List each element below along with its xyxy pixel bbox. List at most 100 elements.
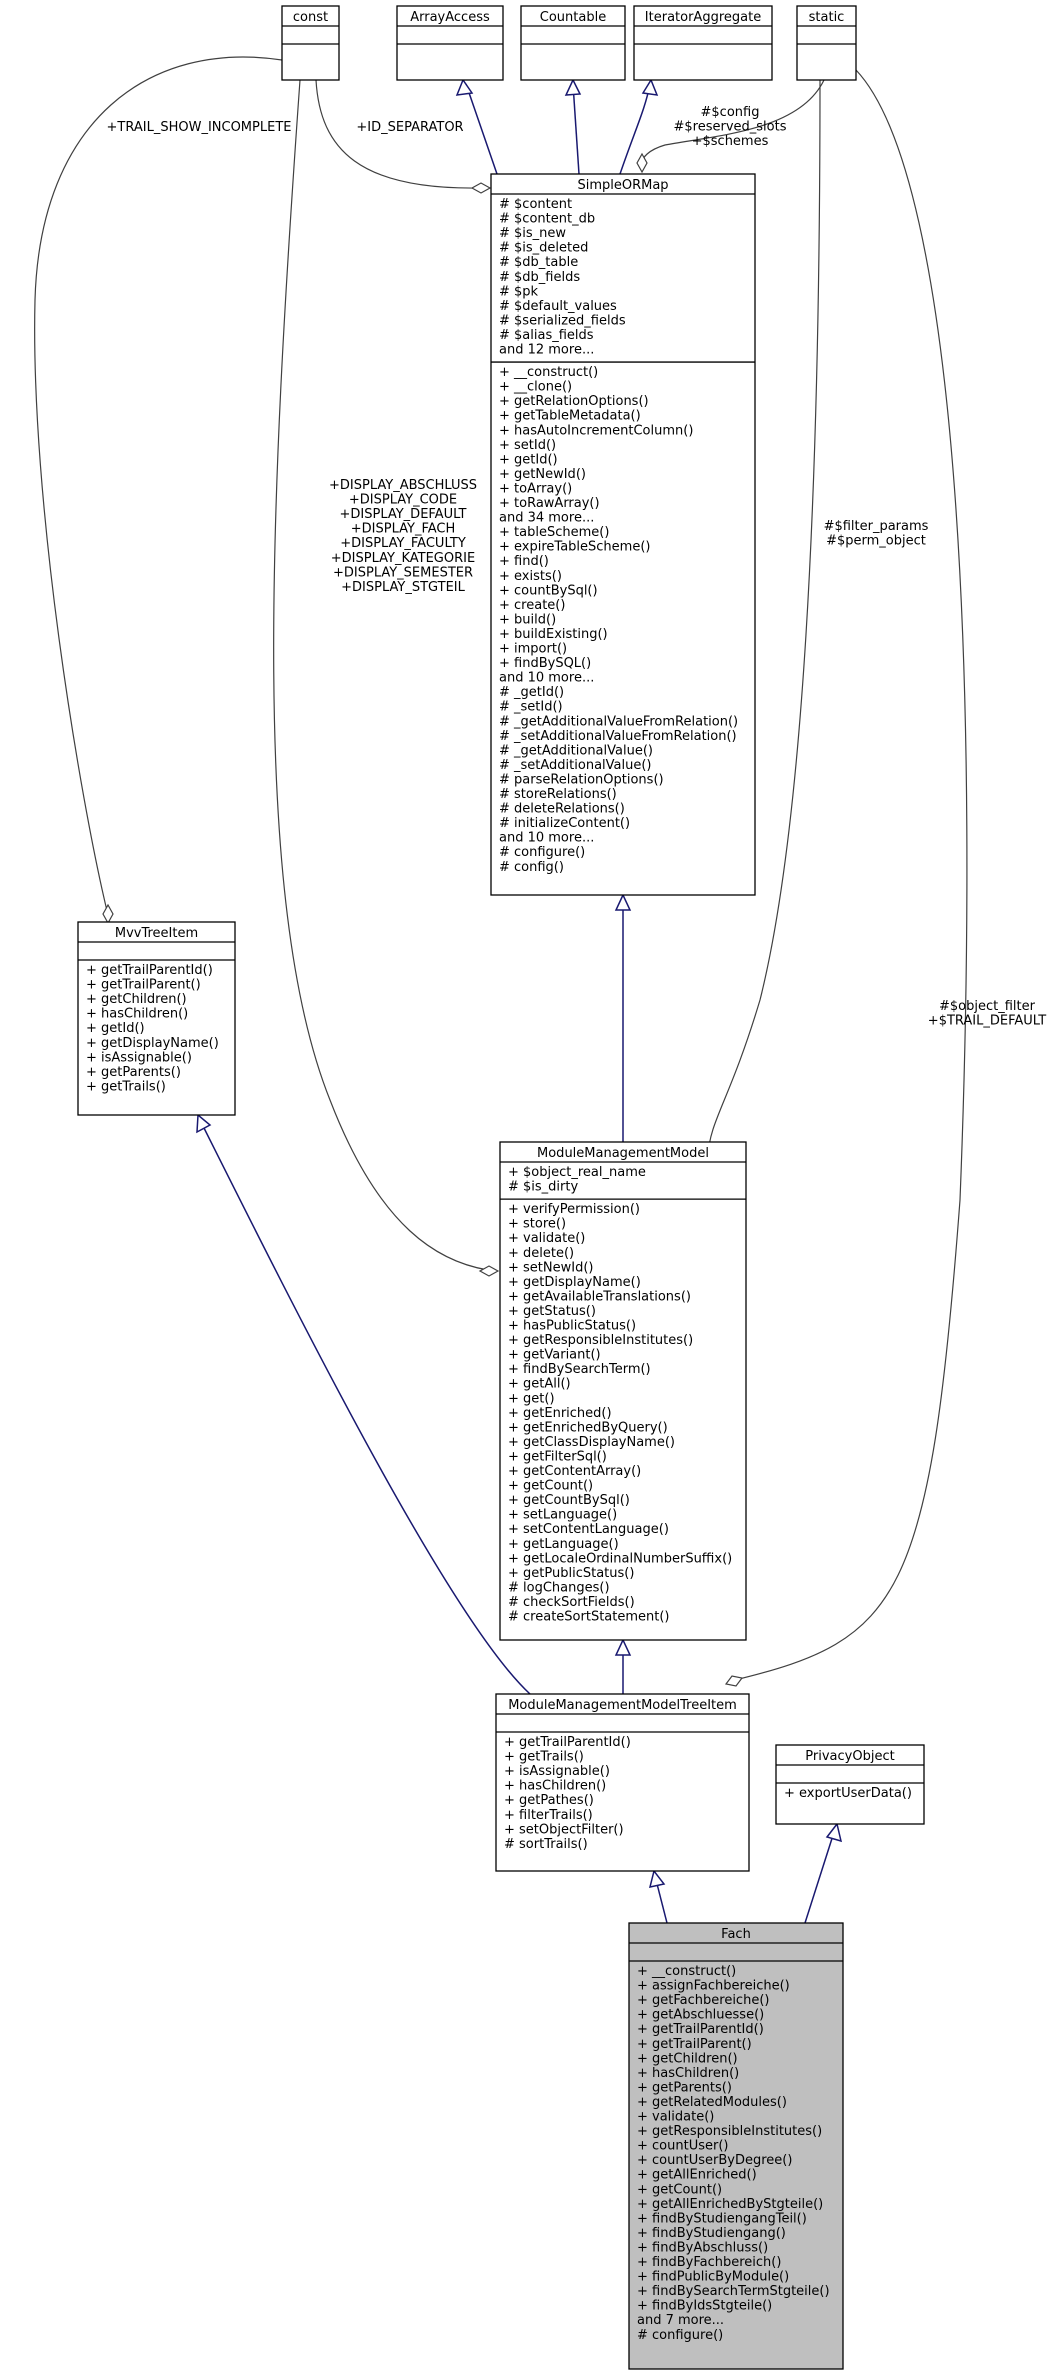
edge-label-display-constants: +DISPLAY_ABSCHLUSS+DISPLAY_CODE+DISPLAY_… — [329, 478, 477, 595]
class-operation: + getLanguage() — [508, 1537, 619, 1552]
class-operation: and 34 more... — [499, 511, 594, 526]
class-box-modulemanagementmodel: ModuleManagementModel + $object_real_name… — [499, 1141, 747, 1641]
class-operation: + delete() — [508, 1246, 574, 1261]
class-operation: + getId() — [86, 1021, 145, 1036]
class-operation: + getTrails() — [504, 1750, 584, 1765]
class-name: PrivacyObject — [805, 1749, 894, 1764]
class-operation: + setContentLanguage() — [508, 1522, 669, 1537]
edge-label-line: +$schemes — [692, 134, 769, 149]
class-box-frame — [495, 1693, 750, 1872]
class-operation: and 10 more... — [499, 831, 594, 846]
edge-arrow-iteratoraggregate — [641, 78, 659, 96]
class-box-const: const — [281, 5, 340, 81]
edge-label-trail-show-incomplete: +TRAIL_SHOW_INCOMPLETE — [107, 120, 292, 135]
class-operation: + setObjectFilter() — [504, 1822, 624, 1837]
class-operation: + getPublicStatus() — [508, 1566, 634, 1581]
class-operation: + getAll() — [508, 1377, 571, 1392]
class-operation: + expireTableScheme() — [499, 540, 650, 555]
edge-static-simpleormap — [641, 79, 825, 164]
edge-diamond-mvvtreeitem — [102, 903, 114, 925]
class-attribute: # $is_new — [499, 226, 566, 241]
class-operation: + toRawArray() — [499, 496, 600, 511]
class-operation: + getTrailParent() — [86, 978, 201, 993]
class-operation: + __construct() — [499, 365, 598, 380]
class-operation: + find() — [499, 554, 549, 569]
class-operation: + getDisplayName() — [86, 1036, 219, 1051]
class-operation: + findByIdsStgteile() — [637, 2299, 772, 2314]
class-name: IteratorAggregate — [645, 10, 761, 25]
class-operation: + findBySearchTerm() — [508, 1362, 651, 1377]
class-name: Countable — [540, 10, 606, 25]
class-operation: + validate() — [637, 2110, 714, 2125]
class-operation: + findPublicByModule() — [637, 2270, 789, 2285]
class-operation: + hasChildren() — [637, 2066, 739, 2081]
class-operation: + getTrailParent() — [637, 2037, 752, 2052]
class-operation: + exportUserData() — [784, 1786, 912, 1801]
edge-arrow-mmmtreeitem — [648, 1869, 666, 1888]
class-operation: + getEnriched() — [508, 1406, 612, 1421]
class-box-simpleormap: SimpleORMap# $content# $content_db# $is_… — [490, 173, 756, 896]
edge-static-mmmtreeitem — [734, 69, 968, 1681]
class-box-frame — [396, 5, 504, 81]
class-operation: + getRelationOptions() — [499, 394, 649, 409]
class-operation: + getAvailableTranslations() — [508, 1289, 691, 1304]
class-operation: + exists() — [499, 569, 562, 584]
class-operation: + get() — [508, 1391, 555, 1406]
class-operation: + getDisplayName() — [508, 1275, 641, 1290]
class-attribute: # $content_db — [499, 212, 595, 227]
class-attribute: # $pk — [499, 284, 539, 299]
class-operation: + getParents() — [86, 1065, 181, 1080]
class-operation: # _setAdditionalValueFromRelation() — [499, 729, 737, 744]
class-operation: + findByStudiengang() — [637, 2226, 786, 2241]
edge-label-line: #$object_filter — [939, 999, 1036, 1014]
class-operation: + getTrailParentId() — [637, 2022, 764, 2037]
edge-arrow-modulemanagementmodel — [614, 1638, 632, 1656]
class-operation: + getLocaleOrdinalNumberSuffix() — [508, 1551, 732, 1566]
class-attribute: # $is_dirty — [508, 1180, 578, 1195]
class-attribute: # $serialized_fields — [499, 313, 626, 328]
class-operation: + isAssignable() — [504, 1764, 610, 1779]
class-operation: + validate() — [508, 1231, 585, 1246]
class-operation: + hasChildren() — [86, 1007, 188, 1022]
class-operation: + findBySearchTermStgteile() — [637, 2284, 830, 2299]
class-attribute: # $default_values — [499, 299, 617, 314]
class-box-privacyobject: PrivacyObject + exportUserData() — [775, 1744, 925, 1825]
class-operation: + create() — [499, 598, 565, 613]
class-operation: + getCount() — [637, 2182, 722, 2197]
class-operation: + getResponsibleInstitutes() — [637, 2124, 822, 2139]
class-operation: + store() — [508, 1217, 566, 1232]
class-attribute: # $is_deleted — [499, 241, 588, 256]
class-operation: # checkSortFields() — [508, 1595, 635, 1610]
edge-simpleormap-countable — [572, 83, 580, 175]
edge-arrow-countable — [564, 78, 582, 96]
class-operation: + import() — [499, 642, 567, 657]
class-operation: + getTableMetadata() — [499, 409, 641, 424]
edge-mmmtreeitem-mvvtreeitem — [199, 1119, 531, 1695]
class-operation: + getContentArray() — [508, 1464, 641, 1479]
class-operation: # initializeContent() — [499, 816, 630, 831]
class-attribute: + $object_real_name — [508, 1165, 646, 1180]
class-operation: # _setAdditionalValue() — [499, 758, 652, 773]
edge-const-simpleormap — [315, 79, 481, 189]
class-operation: + findByAbschluss() — [637, 2240, 768, 2255]
edge-label-line: +DISPLAY_DEFAULT — [339, 507, 466, 522]
class-operation: # storeRelations() — [499, 787, 617, 802]
class-operation: + getEnrichedByQuery() — [508, 1420, 668, 1435]
class-box-arrayaccess: ArrayAccess — [396, 5, 504, 81]
class-operation: + getCountBySql() — [508, 1493, 630, 1508]
edge-arrow-mvvtreeitem — [196, 1113, 212, 1134]
class-name: MvvTreeItem — [115, 926, 198, 941]
class-operation: # sortTrails() — [504, 1837, 588, 1852]
class-operation: # _getAdditionalValueFromRelation() — [499, 714, 738, 729]
class-operation: + countUserByDegree() — [637, 2153, 792, 2168]
edge-diamond-simpleormap-static — [636, 152, 648, 174]
class-name: ModuleManagementModel — [537, 1146, 709, 1161]
class-operation: + __construct() — [637, 1964, 736, 1979]
edge-label-object-filter: #$object_filter+$TRAIL_DEFAULT — [928, 999, 1046, 1029]
class-operation: + getTrailParentId() — [504, 1735, 631, 1750]
edge-label-line: +ID_SEPARATOR — [356, 120, 463, 135]
class-operation: # configure() — [637, 2328, 723, 2343]
class-operation: # _getId() — [499, 685, 564, 700]
class-operation: + getPathes() — [504, 1793, 594, 1808]
class-attribute: # $content — [499, 197, 572, 212]
